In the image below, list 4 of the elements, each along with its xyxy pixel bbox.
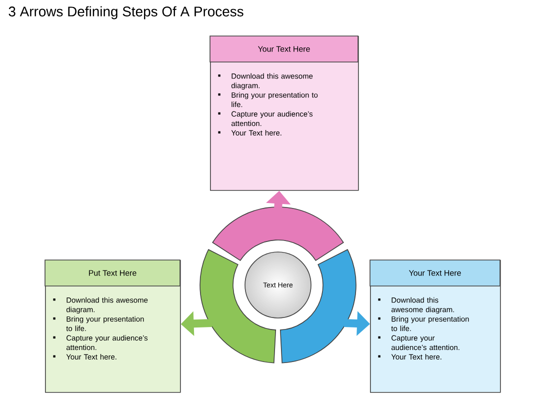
- arc-segment: [280, 249, 356, 364]
- title: 3 Arrows Defining Steps Of A Process: [8, 6, 244, 20]
- arc-segment: [200, 249, 276, 364]
- arc-segment: [212, 206, 344, 261]
